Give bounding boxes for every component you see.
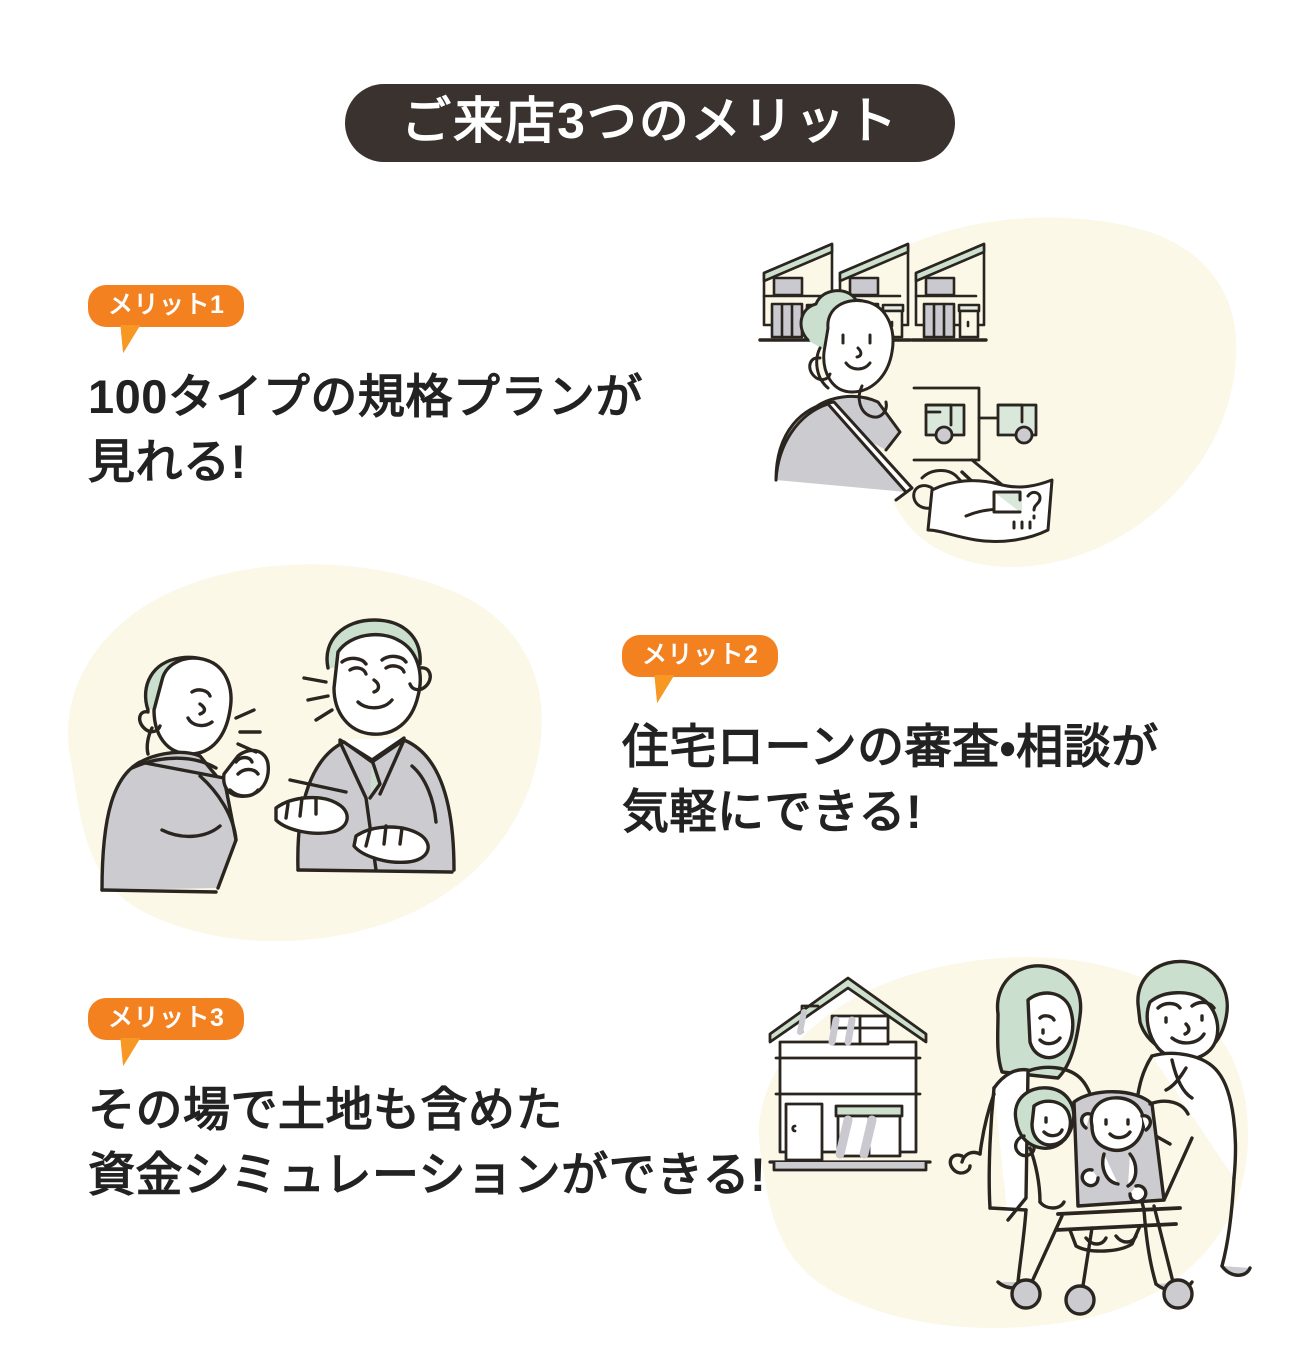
mother-figure [948,964,1100,1290]
merit-row-3: メリット3 その場で土地も含めた 資金シミュレーションができる! [0,900,1300,1369]
badge-tail-icon [116,1038,141,1066]
merit-2-headline-line-2: 気軽にできる! [622,785,923,839]
toddler-figure [1013,1086,1076,1210]
merit-3-badge: メリット3 [88,998,245,1040]
merit-1-badge-label: メリット1 [108,291,225,319]
page-title-container: ご来店3つのメリット [0,84,1300,162]
badge-tail-icon [650,675,675,703]
merit-3-headline: その場で土地も含めた 資金シミュレーションができる! [88,1078,766,1208]
houses-row-icon [758,242,988,342]
advisor-hands-icon [274,795,430,864]
house-c [910,242,988,342]
merit-2-text-block: メリット2 住宅ローンの審査・相談が 気軽にできる! [622,635,1159,845]
merit-1-headline: 100タイプの規格プランが 見れる! [88,365,643,495]
customer-figure [100,655,238,894]
merit-3-headline-line-2: 資金シミュレーションができる! [88,1148,767,1202]
woman-figure [774,289,914,502]
merit-3-headline-line-1: その場で土地も含めた [88,1083,563,1137]
merit-1-badge: メリット1 [88,285,245,327]
merit-1-headline-line-1: 100タイプの規格プランが [88,370,643,424]
merit-2-headline: 住宅ローンの審査・相談が 気軽にできる! [622,715,1159,845]
father-figure [1114,959,1252,1293]
merit-1-headline-line-2: 見れる! [88,435,247,489]
merit-2-illustration [40,540,585,970]
page-title: ご来店3つのメリット [345,84,955,162]
merit-2-badge: メリット2 [622,635,779,677]
merit-3-text-block: メリット3 その場で土地も含めた 資金シミュレーションができる! [88,998,766,1208]
merit-row-1: メリット1 100タイプの規格プランが 見れる! [0,200,1300,600]
merit-3-illustration [740,938,1260,1328]
baby-figure [1079,1096,1153,1204]
floor-plan-diagram-icon [912,386,1038,462]
advisor-pointing-arm [288,778,348,794]
two-story-house-icon [768,976,932,1172]
badge-tail-icon [116,325,141,353]
merit-2-headline-line-1: 住宅ローンの審査・相談が [622,720,1159,774]
plan-paper-icon [926,478,1054,544]
merit-1-illustration [736,200,1246,575]
merit-1-text-block: メリット1 100タイプの規格プランが 見れる! [88,285,643,495]
merit-3-badge-label: メリット3 [108,1004,225,1032]
merit-2-badge-label: メリット2 [642,641,759,669]
emphasis-lines-left-icon [234,708,262,754]
emphasis-lines-right-icon [302,676,334,722]
merit-row-2: メリット2 住宅ローンの審査・相談が 気軽にできる! [0,540,1300,960]
